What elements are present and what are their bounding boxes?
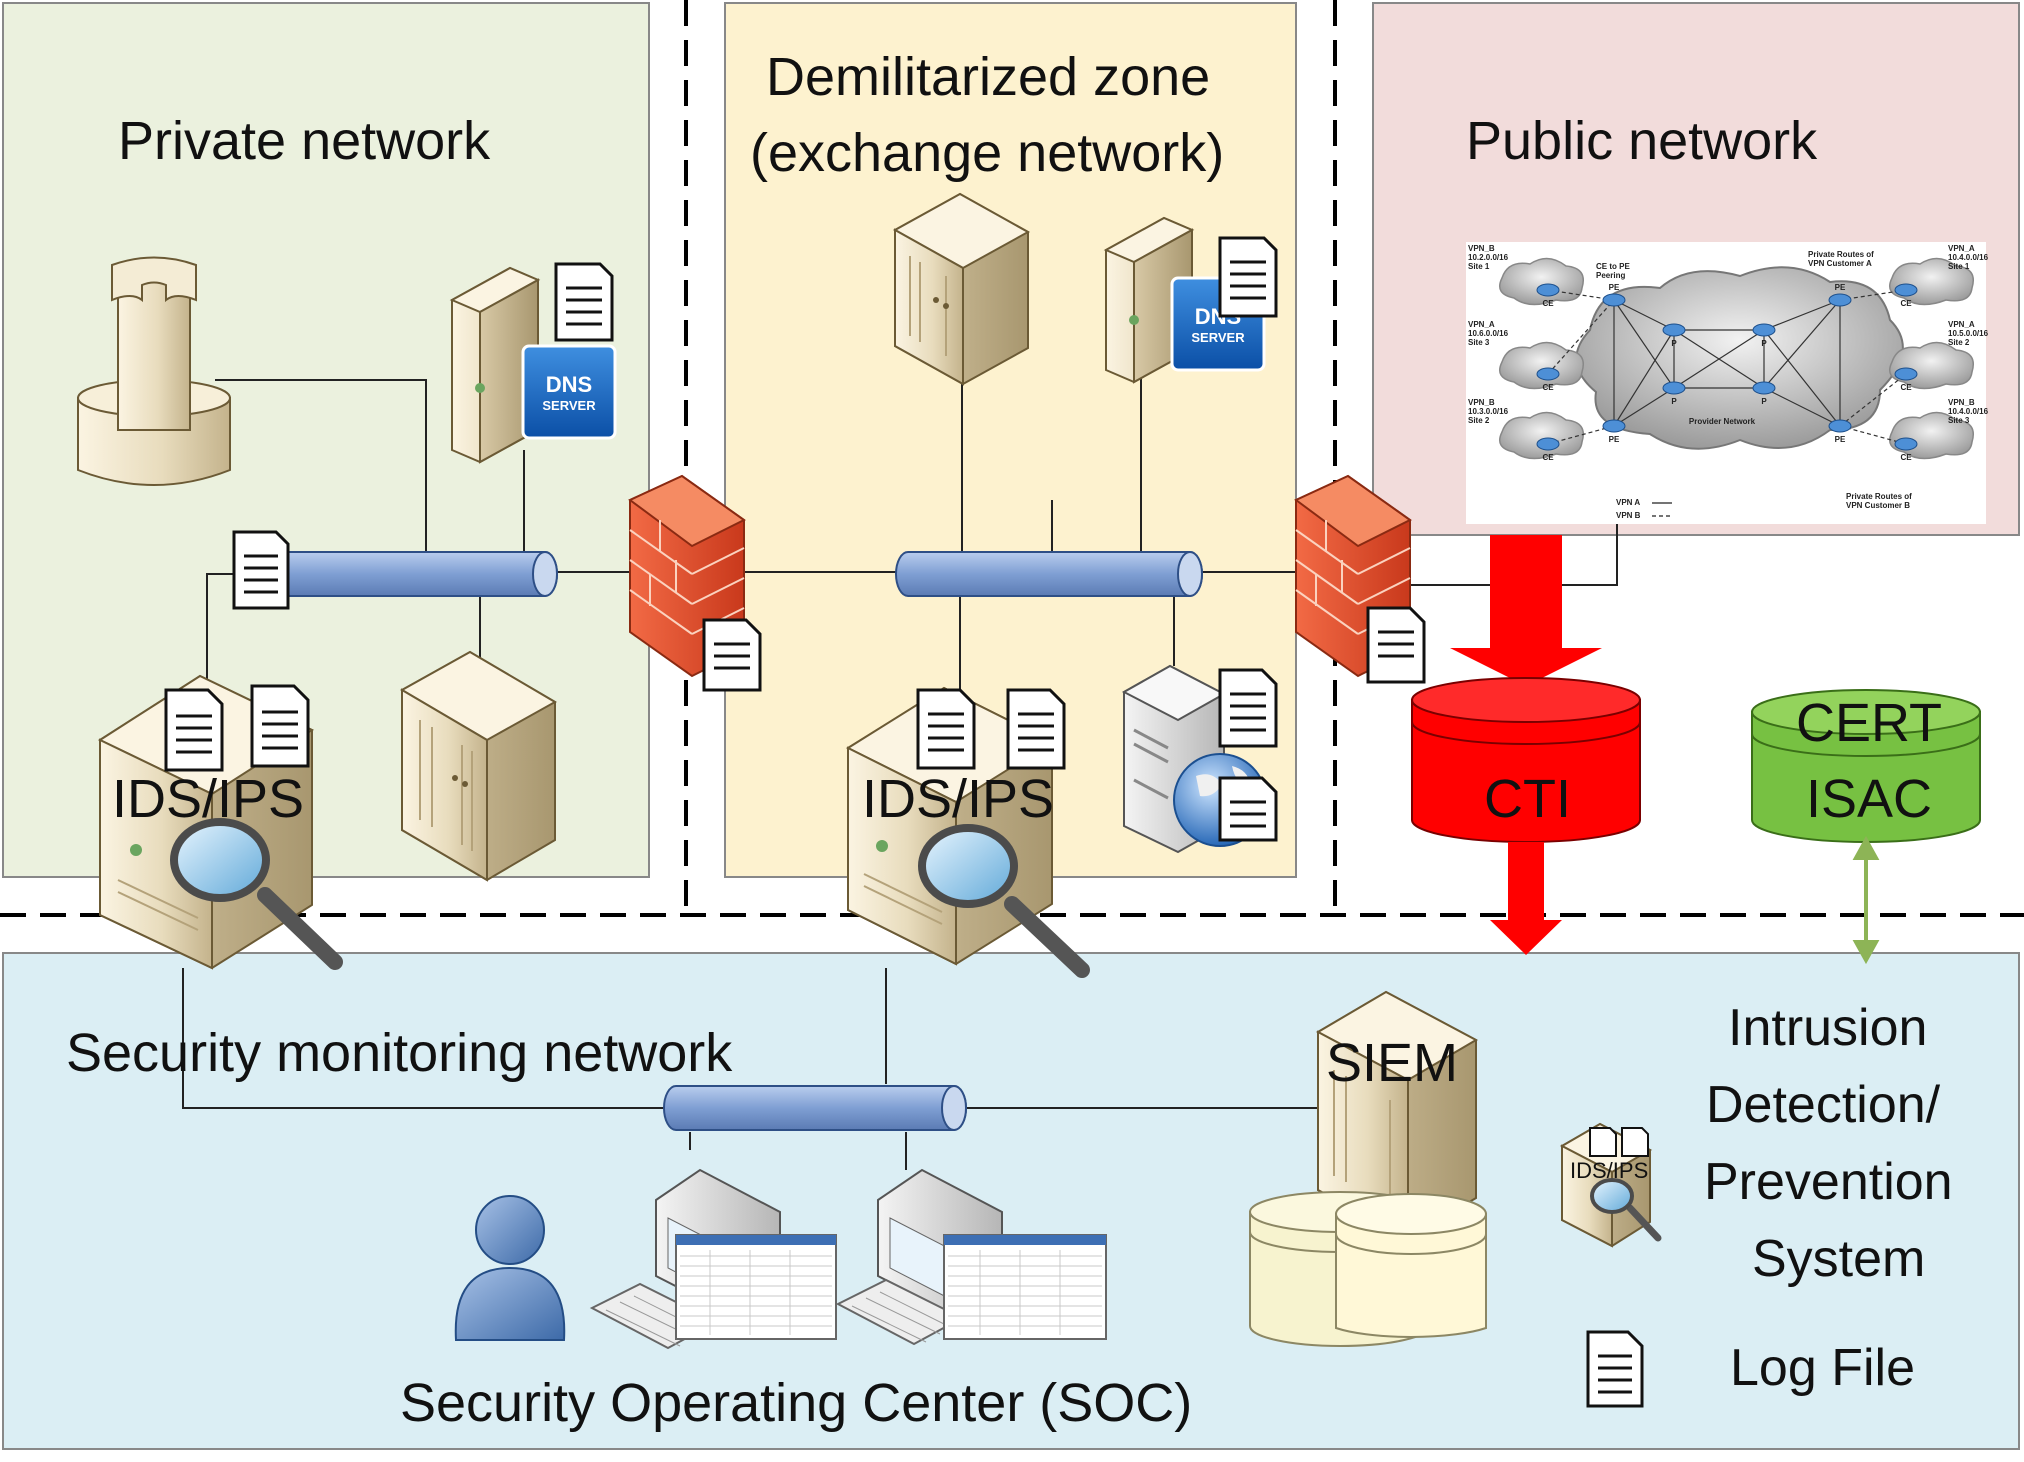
node-ce: CE	[1900, 299, 1912, 308]
cert-label: CERT	[1796, 693, 1943, 753]
legend-ids-line3: Prevention	[1704, 1153, 1953, 1211]
site-label: VPN_A 10.4.0.0/16 Site 1	[1948, 244, 1989, 271]
security-monitoring-zone	[2, 952, 2020, 1450]
screenshot-thumbnail	[675, 1234, 837, 1340]
site-label: VPN_B 10.2.0.0/16 Site 1	[1468, 244, 1509, 271]
node-pe: PE	[1609, 435, 1620, 444]
dns-sublabel-private: SERVER	[542, 398, 596, 413]
site-label: VPN_B 10.3.0.0/16 Site 2	[1468, 398, 1509, 425]
log-file-icon	[1366, 606, 1426, 684]
site-label: VPN_A 10.6.0.0/16 Site 3	[1468, 320, 1509, 347]
dmz-label-line2: (exchange network)	[750, 123, 1225, 183]
log-file-icon	[1006, 688, 1066, 770]
site-label: VPN_B 10.4.0.0/16 Site 3	[1948, 398, 1989, 425]
cert-link-arrow	[1852, 835, 1880, 965]
dns-label-private: DNS	[546, 372, 592, 397]
vpn-a-legend: VPN A	[1616, 498, 1641, 507]
node-p: P	[1761, 339, 1767, 348]
node-ce: CE	[1900, 453, 1912, 462]
legend-ids-icon	[1559, 1122, 1662, 1248]
cti-outbound-arrow	[1490, 842, 1562, 955]
monitoring-bus	[663, 1085, 967, 1131]
provider-network-diagram: CE CE CE CE CE CE PE PE PE PE P P P P Pr…	[1466, 242, 1986, 524]
mainframe-icon	[77, 256, 231, 486]
node-pe: PE	[1609, 283, 1620, 292]
dns-server-private-icon: DNS SERVER	[449, 266, 617, 464]
log-file-icon	[1218, 668, 1278, 748]
siem-server-icon	[1315, 990, 1479, 1240]
node-pe: PE	[1835, 283, 1846, 292]
log-file-icon	[916, 688, 976, 770]
cti-inbound-arrow	[1450, 535, 1602, 686]
private-bus	[249, 551, 558, 597]
ce-to-pe-label: CE to PE Peering	[1596, 262, 1630, 280]
dmz-bus	[895, 551, 1203, 597]
log-file-icon	[554, 262, 614, 342]
soc-label: Security Operating Center (SOC)	[400, 1373, 1193, 1433]
legend-log-file-label: Log File	[1730, 1339, 1915, 1397]
user-icon	[454, 1195, 566, 1341]
log-file-icon	[1218, 776, 1278, 842]
log-file-icon	[164, 688, 224, 772]
legend-ids-icon-label: IDS/IPS	[1570, 1158, 1649, 1183]
node-p: P	[1761, 397, 1767, 406]
siem-label: SIEM	[1326, 1033, 1459, 1093]
node-ce: CE	[1900, 383, 1912, 392]
screenshot-thumbnail	[943, 1234, 1107, 1340]
legend-ids-line1: Intrusion	[1728, 999, 1928, 1057]
node-pe: PE	[1835, 435, 1846, 444]
isac-label: ISAC	[1806, 769, 1933, 829]
site-label: VPN_A 10.5.0.0/16 Site 2	[1948, 320, 1989, 347]
node-p: P	[1671, 339, 1677, 348]
node-p: P	[1671, 397, 1677, 406]
cti-database-icon	[1411, 677, 1641, 843]
ids-ips-left-label: IDS/IPS	[112, 769, 305, 829]
tower-server-dmz-icon	[892, 192, 1031, 386]
private-routes-b-label: Private Routes of VPN Customer B	[1846, 492, 1912, 510]
public-network-label: Public network	[1466, 111, 1818, 171]
legend-ids-line4: System	[1752, 1230, 1926, 1288]
private-network-label: Private network	[118, 111, 491, 171]
private-routes-a-label: Private Routes of VPN Customer A	[1808, 250, 1874, 268]
siem-database-icon	[1335, 1193, 1487, 1338]
legend-ids-line2: Detection/	[1706, 1076, 1941, 1134]
cert-isac-database-icon	[1751, 689, 1981, 843]
cti-label: CTI	[1484, 769, 1571, 829]
vpn-b-legend: VPN B	[1616, 511, 1641, 520]
node-ce: CE	[1542, 453, 1554, 462]
log-file-icon	[232, 530, 290, 610]
security-monitoring-label: Security monitoring network	[66, 1023, 733, 1083]
legend-log-file-icon	[1586, 1330, 1644, 1408]
dmz-label-line1: Demilitarized zone	[766, 47, 1211, 107]
node-ce: CE	[1542, 383, 1554, 392]
dns-sublabel-dmz: SERVER	[1191, 330, 1245, 345]
tower-server-private-icon	[399, 650, 558, 882]
log-file-icon	[1218, 236, 1278, 318]
log-file-icon	[702, 618, 762, 692]
log-file-icon	[250, 684, 310, 768]
node-ce: CE	[1542, 299, 1554, 308]
ids-ips-middle-label: IDS/IPS	[862, 769, 1055, 829]
provider-network-title: Provider Network	[1689, 417, 1756, 426]
